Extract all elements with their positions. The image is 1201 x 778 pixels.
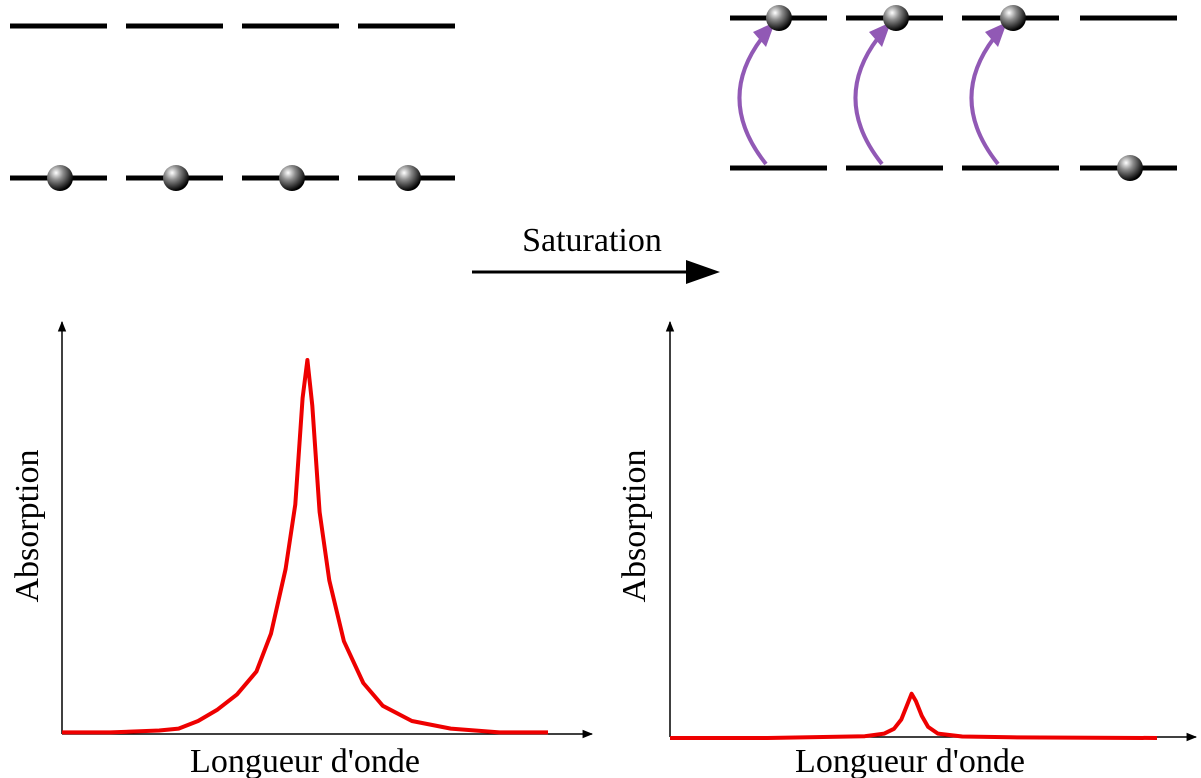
left-energy-levels — [10, 23, 455, 191]
excitation-arrow-2 — [853, 36, 884, 166]
right-energy-levels — [730, 5, 1177, 181]
left-x-axis-label: Longueur d'onde — [190, 743, 420, 778]
left-chart: Absorption Longueur d'onde — [9, 320, 594, 778]
electron-icon — [883, 5, 909, 31]
electron-icon — [47, 165, 73, 191]
electron-icon — [279, 165, 305, 191]
right-x-axis-label: Longueur d'onde — [795, 743, 1025, 778]
excitation-arrow-1 — [737, 36, 768, 166]
right-absorption-curve — [670, 691, 1158, 740]
left-y-axis-label: Absorption — [9, 450, 46, 603]
electron-icon — [766, 5, 792, 31]
excitation-arrow-3 — [969, 36, 1000, 166]
saturation-transition: Saturation — [472, 222, 720, 284]
electron-icon — [1117, 155, 1143, 181]
electron-icon — [395, 165, 421, 191]
excitation-arrowhead-icon — [869, 22, 891, 47]
left-absorption-curve — [62, 358, 548, 735]
electron-icon — [1000, 5, 1026, 31]
right-chart: Absorption Longueur d'onde — [616, 320, 1198, 778]
right-y-axis-label: Absorption — [616, 450, 653, 603]
saturation-label: Saturation — [522, 222, 662, 259]
excitation-arrowhead-icon — [753, 22, 775, 47]
electron-icon — [163, 165, 189, 191]
saturation-arrowhead-icon — [686, 260, 720, 284]
excitation-arrowhead-icon — [985, 22, 1007, 47]
